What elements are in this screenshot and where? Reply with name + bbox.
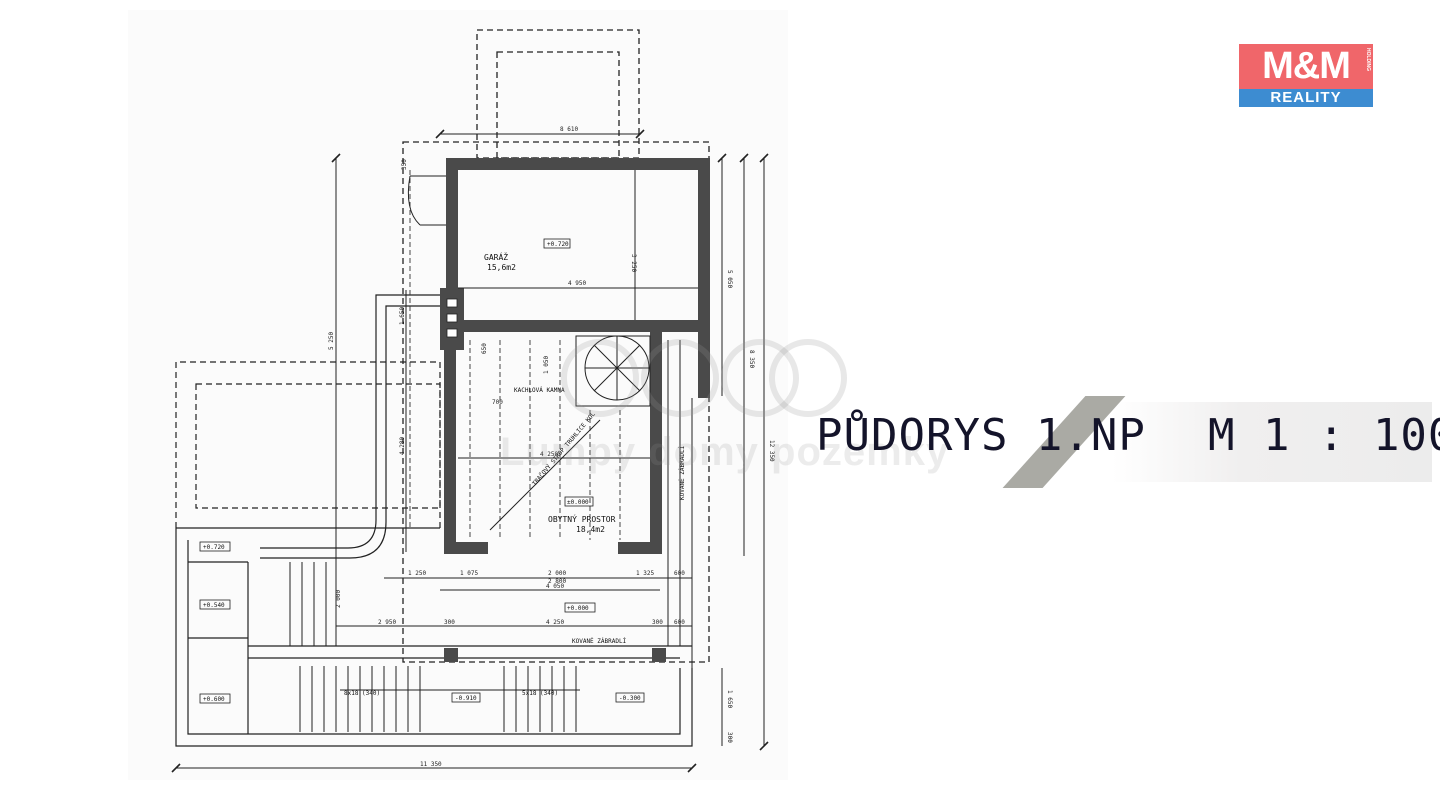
diagonal-line xyxy=(489,419,601,531)
terrace-outline-left xyxy=(175,361,441,528)
level-bottom-right: -0.300 xyxy=(619,695,641,702)
chimney-flues xyxy=(446,298,458,338)
dim-row3-a: 2 950 xyxy=(378,619,396,626)
dim-right-3: 12 350 xyxy=(768,440,775,462)
title-shade xyxy=(1112,402,1432,482)
dimension-lines xyxy=(176,133,765,769)
dim-small-1: 350 xyxy=(401,159,408,170)
dim-right-1: 5 050 xyxy=(726,270,733,288)
living-area: 18,4m2 xyxy=(576,525,605,534)
dimension-labels: 8 610 4 950 3 250 5 050 8 350 12 350 5 2… xyxy=(328,126,775,768)
dim-row3-c: 4 250 xyxy=(546,619,564,626)
living-name: OBYTNÝ PROSTOR xyxy=(548,513,616,524)
logo-reality: REALITY xyxy=(1239,89,1373,107)
watermark-logo-icon xyxy=(561,339,847,417)
dim-small-4: 1 050 xyxy=(543,356,550,374)
dim-row3-e: 600 xyxy=(674,619,685,626)
dimension-ticks xyxy=(171,129,769,773)
dim-small-2: 650 xyxy=(481,343,488,354)
level-left-mid: +0.540 xyxy=(203,602,225,609)
dim-living-width: 4 250 xyxy=(540,451,558,458)
dim-row1-a: 1 250 xyxy=(408,570,426,577)
dim-row1-e: 600 xyxy=(674,570,685,577)
right-railing xyxy=(667,340,693,668)
stair-treads xyxy=(289,562,577,732)
stairs-label-2: 5x18 (340) xyxy=(522,690,558,697)
mm-reality-logo: M&M HOLDING REALITY xyxy=(1239,44,1373,107)
dim-bottom-right-1: 1 650 xyxy=(726,690,733,708)
dim-bottom-total: 11 350 xyxy=(420,761,442,768)
level-left-top: +0.720 xyxy=(203,544,225,551)
dim-left-long: 5 250 xyxy=(328,332,335,350)
logo-holding: HOLDING xyxy=(1365,48,1371,72)
floor-plan-drawing: 8 610 4 950 3 250 5 050 8 350 12 350 5 2… xyxy=(171,29,775,773)
dim-row1-c: 2 000 xyxy=(548,570,566,577)
building-walls xyxy=(440,158,710,662)
dim-left-small: 1 650 xyxy=(399,307,406,325)
title-scale: M 1 : 100 xyxy=(1208,410,1440,461)
garage-name: GARÁŽ xyxy=(484,251,508,262)
dim-small-5: 700 xyxy=(492,399,503,406)
dim-top-total: 8 610 xyxy=(560,126,578,133)
garage-area: 15,6m2 xyxy=(487,263,516,272)
dim-small-3: 2 000 xyxy=(335,590,342,608)
plan-title: PŮDORYS 1.NP M 1 : 100 xyxy=(812,396,1440,488)
dim-row3-b: 300 xyxy=(444,619,455,626)
dim-row1-b: 1 075 xyxy=(460,570,478,577)
dim-row3-d: 300 xyxy=(652,619,663,626)
stairs-label-1: 8x18 (340) xyxy=(344,690,380,697)
railing-label-bottom: KOVANÉ ZÁBRADLÍ xyxy=(572,637,627,645)
dim-garage-height: 3 250 xyxy=(630,254,637,272)
title-floor: PŮDORYS 1.NP xyxy=(816,410,1146,461)
level-bottom-mid: -0.910 xyxy=(455,695,477,702)
curved-walkway xyxy=(260,294,440,559)
logo-mm: M&M xyxy=(1239,44,1373,89)
dim-row1-f: 2 800 xyxy=(548,578,566,585)
living-level: ±0.000 xyxy=(567,499,589,506)
site-lines xyxy=(175,527,693,747)
level-terrace: +0.000 xyxy=(567,605,589,612)
dim-bottom-right-2: 300 xyxy=(726,732,733,743)
fireplace-label: KACHLOVÁ KAMNA xyxy=(514,387,565,394)
level-left-bottom: +0.600 xyxy=(203,696,225,703)
dim-row2: 4 050 xyxy=(546,583,564,590)
spiral-staircase xyxy=(575,335,651,407)
dim-left-mid: 4 280 xyxy=(399,437,406,455)
dim-row1-d: 1 325 xyxy=(636,570,654,577)
watermark-text: Lumpy domy pozemky xyxy=(500,430,950,474)
garage-door xyxy=(407,175,446,226)
dim-right-2: 8 350 xyxy=(748,350,755,368)
dim-garage-width: 4 950 xyxy=(568,280,586,287)
garage-level: +0.720 xyxy=(547,241,569,248)
railing-label-right: KOVANÉ ZÁBRADLÍ xyxy=(678,445,686,500)
